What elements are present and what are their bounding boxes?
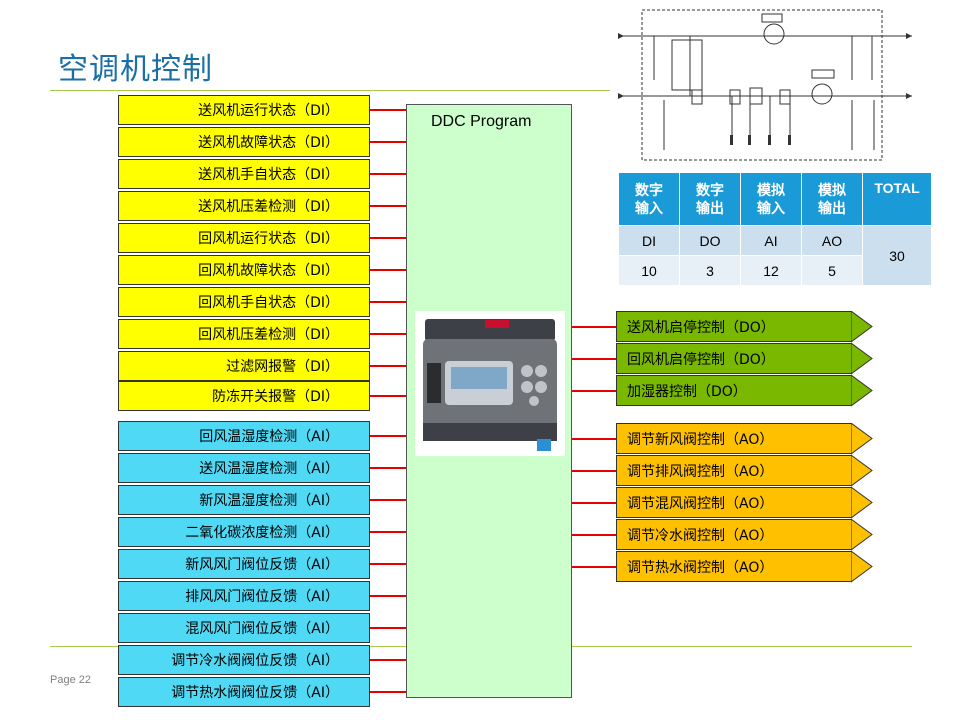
title-divider — [50, 90, 610, 91]
total-cell: 30 — [862, 225, 932, 286]
input-wire — [370, 691, 406, 693]
ao-output-2: 调节排风阀控制（AO） — [616, 455, 852, 486]
ai-input-3: 新风温湿度检测（AI） — [118, 485, 370, 515]
header-analog-output: 模拟 输出 — [801, 172, 863, 226]
input-wire — [370, 173, 406, 175]
input-wire — [370, 395, 406, 397]
output-wire — [572, 438, 616, 440]
di-input-5: 回风机运行状态（DI） — [118, 223, 370, 253]
ddc-label: DDC Program — [431, 113, 532, 130]
output-wire — [572, 566, 616, 568]
output-wire — [572, 534, 616, 536]
header-digital-output: 数字 输出 — [679, 172, 741, 226]
ddc-controller-image — [415, 311, 565, 456]
input-wire — [370, 237, 406, 239]
ao-output-5: 调节热水阀控制（AO） — [616, 551, 852, 582]
ai-input-2: 送风温湿度检测（AI） — [118, 453, 370, 483]
input-wire — [370, 365, 406, 367]
output-wire — [572, 390, 616, 392]
header-label: 模拟 输入 — [757, 182, 785, 216]
input-wire — [370, 595, 406, 597]
header-label: 数字 输入 — [635, 182, 663, 216]
table-cell: 10 — [618, 255, 680, 286]
input-wire — [370, 301, 406, 303]
table-header-row: 数字 输入 数字 输出 模拟 输入 模拟 输出 TOTAL — [618, 172, 932, 226]
di-input-2: 送风机故障状态（DI） — [118, 127, 370, 157]
ai-input-8: 调节冷水阀阀位反馈（AI） — [118, 645, 370, 675]
table-cell: AI — [740, 225, 802, 256]
do-output-2: 回风机启停控制（DO） — [616, 343, 852, 374]
page-number: Page 22 — [50, 674, 91, 686]
table-cell: DO — [679, 225, 741, 256]
ao-output-3: 调节混风阀控制（AO） — [616, 487, 852, 518]
do-output-3: 加湿器控制（DO） — [616, 375, 852, 406]
table-cell: 5 — [801, 255, 863, 286]
table-cell: 12 — [740, 255, 802, 286]
io-count-table: 数字 输入 数字 输出 模拟 输入 模拟 输出 TOTAL DI DO AI A… — [618, 172, 932, 286]
do-output-1: 送风机启停控制（DO） — [616, 311, 852, 342]
output-wire — [572, 326, 616, 328]
di-input-1: 送风机运行状态（DI） — [118, 95, 370, 125]
input-wire — [370, 531, 406, 533]
header-label: 数字 输出 — [696, 182, 724, 216]
input-wire — [370, 205, 406, 207]
output-wire — [572, 470, 616, 472]
input-wire — [370, 333, 406, 335]
di-input-4: 送风机压差检测（DI） — [118, 191, 370, 221]
ai-input-9: 调节热水阀阀位反馈（AI） — [118, 677, 370, 707]
header-digital-input: 数字 输入 — [618, 172, 680, 226]
input-wire — [370, 141, 406, 143]
ai-input-7: 混风风门阀位反馈（AI） — [118, 613, 370, 643]
di-input-6: 回风机故障状态（DI） — [118, 255, 370, 285]
ao-output-1: 调节新风阀控制（AO） — [616, 423, 852, 454]
di-input-9: 过滤网报警（DI） — [118, 351, 370, 381]
do-arrow-tips — [851, 311, 873, 407]
input-wire — [370, 659, 406, 661]
di-input-10: 防冻开关报警（DI） — [118, 381, 370, 411]
table-row: 10 3 12 5 — [618, 255, 932, 286]
output-wire — [572, 358, 616, 360]
ai-input-4: 二氧化碳浓度检测（AI） — [118, 517, 370, 547]
ai-input-5: 新风风门阀位反馈（AI） — [118, 549, 370, 579]
di-input-7: 回风机手自状态（DI） — [118, 287, 370, 317]
page-title: 空调机控制 — [58, 52, 213, 87]
header-label: 模拟 输出 — [818, 182, 846, 216]
input-wire — [370, 467, 406, 469]
output-wire — [572, 502, 616, 504]
ai-input-6: 排风风门阀位反馈（AI） — [118, 581, 370, 611]
table-cell: DI — [618, 225, 680, 256]
table-cell: AO — [801, 225, 863, 256]
input-wire — [370, 499, 406, 501]
input-wire — [370, 269, 406, 271]
header-total: TOTAL — [862, 172, 932, 226]
ao-arrow-tips — [851, 423, 873, 583]
table-cell: 3 — [679, 255, 741, 286]
input-wire — [370, 435, 406, 437]
input-wire — [370, 627, 406, 629]
header-label: TOTAL — [874, 180, 920, 196]
table-row: DI DO AI AO 30 — [618, 225, 932, 286]
ao-output-4: 调节冷水阀控制（AO） — [616, 519, 852, 550]
ahu-schematic — [618, 9, 912, 161]
di-input-8: 回风机压差检测（DI） — [118, 319, 370, 349]
header-analog-input: 模拟 输入 — [740, 172, 802, 226]
ai-input-1: 回风温湿度检测（AI） — [118, 421, 370, 451]
input-wire — [370, 563, 406, 565]
di-input-3: 送风机手自状态（DI） — [118, 159, 370, 189]
input-wire — [370, 109, 406, 111]
